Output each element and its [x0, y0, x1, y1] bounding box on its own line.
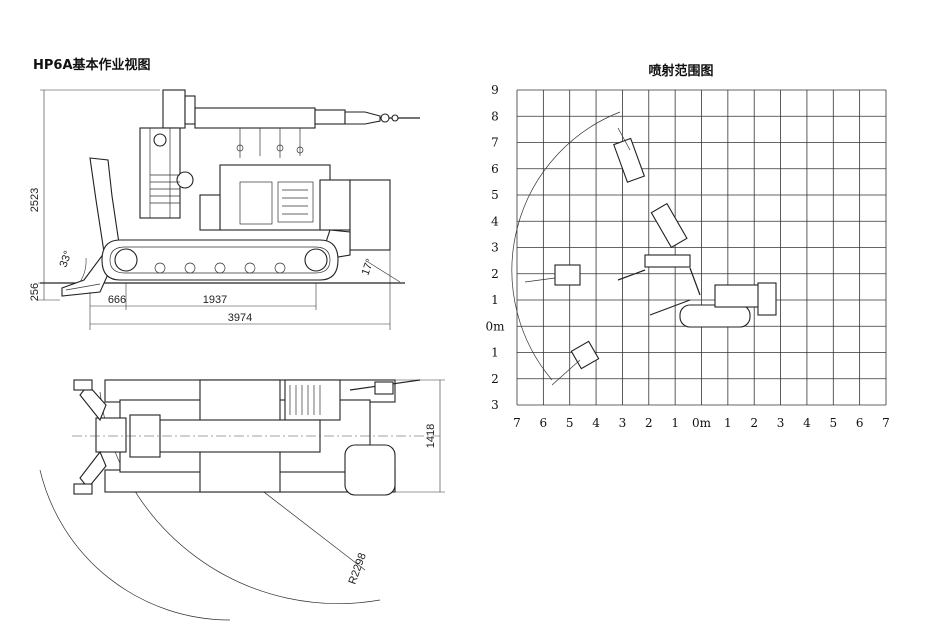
boom-head [162, 89, 186, 129]
spray-grid [516, 89, 887, 406]
y-tick-label: 1 [491, 346, 499, 360]
x-tick-label: 5 [566, 416, 574, 430]
machine-sketch-left [524, 264, 581, 286]
left-title: HP6A基本作业视图 [33, 57, 151, 73]
y-tick-label: 0m [485, 319, 505, 333]
y-tick-label: 2 [491, 372, 499, 386]
x-tick-label: 7 [513, 416, 521, 430]
x-tick-label: 6 [856, 416, 864, 430]
dim-angle-rear: 17° [360, 257, 377, 277]
dim-radius: R2298 [347, 551, 369, 586]
y-tick-label: 9 [491, 83, 499, 97]
x-tick-label: 7 [882, 416, 890, 430]
nozzle-body [314, 109, 346, 125]
rear-tank [349, 179, 391, 251]
y-tick-label: 8 [491, 109, 499, 123]
machine-sketch-main [617, 254, 777, 328]
chart-title: 喷射范围图 [648, 63, 713, 79]
y-tick-label: 2 [491, 267, 499, 281]
y-tick-label: 3 [491, 241, 499, 255]
x-tick-label: 2 [750, 416, 758, 430]
x-tick-label: 5 [829, 416, 837, 430]
dim-front: 666 [108, 294, 126, 306]
upper-boom [194, 107, 316, 129]
front-shield [89, 157, 121, 253]
dim-height: 2523 [29, 188, 41, 212]
spray-range-arc [511, 111, 621, 381]
y-tick-label: 5 [491, 188, 499, 202]
x-tick-label: 4 [803, 416, 811, 430]
top-view: R2298 1418 [39, 379, 445, 621]
dim-width: 1418 [425, 424, 437, 448]
y-tick-label: 3 [491, 398, 499, 412]
y-tick-label: 4 [491, 214, 499, 228]
dim-angle-front: 33° [58, 249, 75, 269]
x-tick-label: 3 [619, 416, 627, 430]
side-view: 2523 256 666 1937 3974 33° 17° [29, 89, 420, 330]
tank-drum [344, 444, 396, 496]
y-tick-label: 6 [491, 162, 499, 176]
y-tick-label: 7 [491, 136, 499, 150]
outrigger-lower [79, 450, 107, 489]
y-axis-ticks: 9 8 7 6 5 4 3 2 1 0m 1 2 3 [485, 83, 505, 412]
crawler-track [101, 239, 339, 281]
x-tick-label: 6 [540, 416, 548, 430]
machine-sketch-lower [551, 340, 600, 386]
dim-ground-clear: 256 [29, 283, 41, 301]
x-tick-label: 0m [692, 416, 712, 430]
y-tick-label: 1 [491, 293, 499, 307]
machine-sketch-upper [613, 127, 688, 249]
x-tick-label: 4 [592, 416, 600, 430]
x-tick-label: 1 [724, 416, 732, 430]
engine-body [219, 164, 331, 231]
drive-wheel [304, 248, 328, 272]
x-axis-ticks: 7 6 5 4 3 2 1 0m 1 2 3 4 5 6 7 [513, 416, 890, 430]
x-tick-label: 2 [645, 416, 653, 430]
x-tick-label: 3 [777, 416, 785, 430]
dim-track: 1937 [203, 294, 227, 306]
x-tick-label: 1 [671, 416, 679, 430]
idler-wheel [114, 248, 138, 272]
dim-total: 3974 [228, 312, 252, 324]
